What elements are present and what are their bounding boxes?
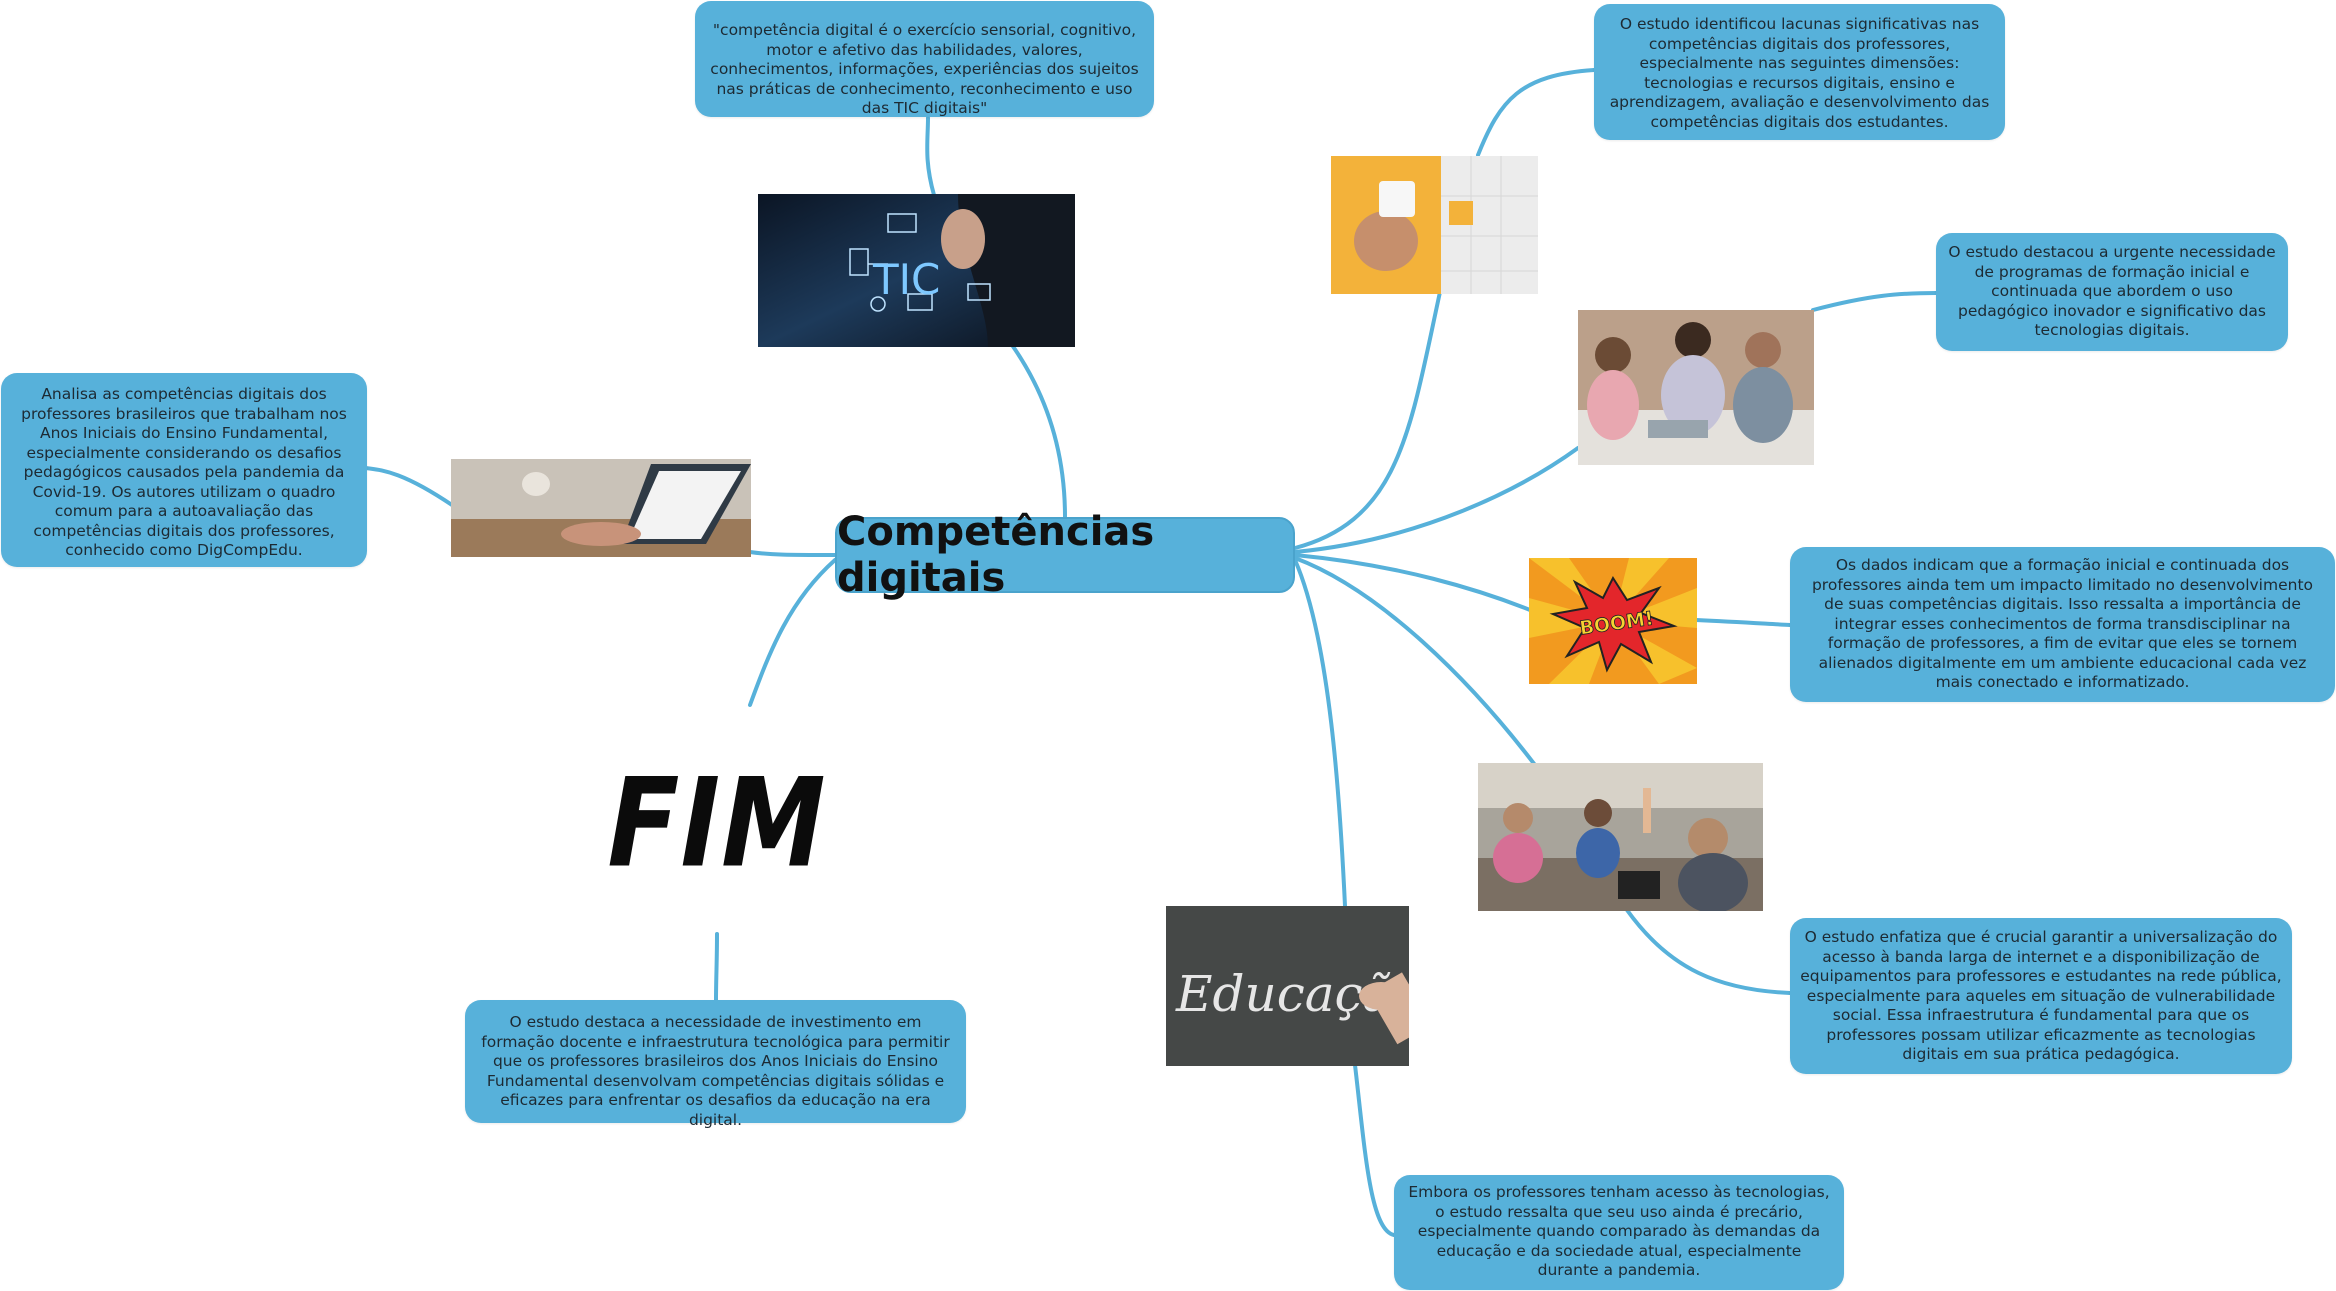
- central-topic[interactable]: Competências digitais: [835, 517, 1295, 593]
- puzzle-image[interactable]: [1331, 156, 1538, 294]
- node-analysis-text: Analisa as competências digitais dos pro…: [21, 385, 347, 559]
- node-training-text: O estudo destacou a urgente necessidade …: [1948, 243, 2275, 339]
- node-definition-text: "competência digital é o exercício senso…: [710, 21, 1138, 117]
- link-central-tic: [1012, 345, 1065, 517]
- node-conclusion-text: O estudo destaca a necessidade de invest…: [481, 1013, 949, 1129]
- link-chalk-precarious: [1355, 1065, 1394, 1235]
- boom-comic-image[interactable]: BOOM!: [1529, 558, 1697, 684]
- node-training[interactable]: O estudo destacou a urgente necessidade …: [1936, 233, 2288, 351]
- node-impact[interactable]: Os dados indicam que a formação inicial …: [1790, 547, 2335, 702]
- central-topic-title: Competências digitais: [837, 509, 1293, 601]
- tic-image-label: TIC: [872, 255, 940, 304]
- node-gaps-text: O estudo identificou lacunas significati…: [1610, 15, 1990, 131]
- node-analysis[interactable]: Analisa as competências digitais dos pro…: [1, 373, 367, 567]
- link-analysis-image-node: [366, 468, 452, 505]
- link-puzzle-gaps: [1478, 70, 1594, 155]
- laptop-image[interactable]: [451, 459, 751, 557]
- node-universal[interactable]: O estudo enfatiza que é crucial garantir…: [1790, 918, 2292, 1074]
- node-definition[interactable]: "competência digital é o exercício senso…: [695, 1, 1154, 117]
- fim-label: FIM: [589, 752, 800, 929]
- students-computers-image[interactable]: [1478, 763, 1763, 911]
- link-central-boom: [1295, 555, 1530, 610]
- link-classroom-training: [1813, 293, 1936, 310]
- link-central-analysis-image: [750, 552, 835, 555]
- link-students-universal: [1627, 910, 1790, 993]
- link-tic-definition: [927, 118, 934, 195]
- classroom-teacher-image[interactable]: [1578, 310, 1814, 465]
- link-central-classroom: [1295, 448, 1578, 552]
- link-boom-impact: [1696, 620, 1790, 625]
- link-central-puzzle: [1295, 292, 1440, 548]
- node-conclusion[interactable]: O estudo destaca a necessidade de invest…: [465, 1000, 966, 1123]
- node-precarious[interactable]: Embora os professores tenham acesso às t…: [1394, 1175, 1844, 1290]
- chalkboard-education-image[interactable]: Educação: [1166, 906, 1409, 1066]
- tic-technology-image[interactable]: TIC: [758, 194, 1075, 347]
- link-central-chalk: [1295, 560, 1345, 906]
- node-gaps[interactable]: O estudo identificou lacunas significati…: [1594, 4, 2005, 140]
- node-universal-text: O estudo enfatiza que é crucial garantir…: [1800, 928, 2281, 1063]
- link-fim-conclusion: [716, 934, 717, 1000]
- node-precarious-text: Embora os professores tenham acesso às t…: [1408, 1183, 1829, 1279]
- node-impact-text: Os dados indicam que a formação inicial …: [1812, 556, 2313, 691]
- link-central-fim: [750, 560, 835, 705]
